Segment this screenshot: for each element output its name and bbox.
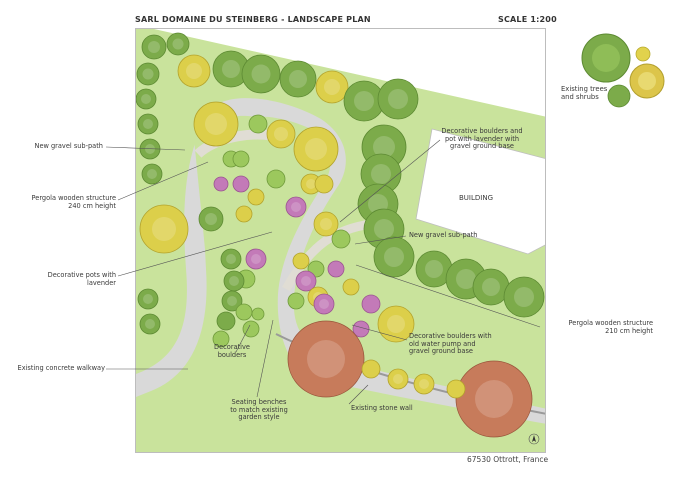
- tree-icon: [248, 114, 268, 134]
- tree-icon: [287, 292, 305, 310]
- tree-icon: [266, 119, 296, 149]
- location-text: 67530 Ottrott, France: [467, 455, 549, 464]
- tree-icon: [235, 303, 253, 321]
- tree-icon: [241, 54, 281, 94]
- tree-icon: [331, 229, 351, 249]
- tree-icon: [247, 188, 265, 206]
- tree-icon: [136, 88, 157, 110]
- tree-icon: [387, 368, 409, 390]
- north-arrow: [528, 433, 540, 445]
- tree-icon: [139, 138, 161, 160]
- tree-icon: [177, 54, 211, 88]
- tree-icon: [313, 293, 335, 315]
- tree-icon: [503, 276, 545, 318]
- tree-icon: [166, 32, 190, 56]
- tree-icon: [212, 330, 230, 348]
- plan-title: SARL DOMAINE DU STEINBERG - LANDSCAPE PL…: [135, 15, 371, 24]
- label-new-gravel-subpath-left: New gravel sub-path: [34, 142, 103, 150]
- tree-icon: [141, 34, 167, 60]
- legend-trees: [581, 33, 665, 108]
- tree-icon: [136, 62, 160, 86]
- tree-icon: [193, 101, 239, 147]
- tree-icon: [287, 320, 365, 398]
- tree-icon: [232, 150, 250, 168]
- tree-icon: [198, 206, 224, 232]
- plan-scale: SCALE 1:200: [498, 15, 557, 24]
- tree-icon: [137, 113, 159, 135]
- tree-icon: [245, 248, 267, 270]
- tree-icon: [242, 320, 260, 338]
- tree-icon: [293, 126, 339, 172]
- tree-icon: [232, 175, 250, 193]
- tree-icon: [213, 176, 229, 192]
- tree-icon: [139, 313, 161, 335]
- tree-icon: [446, 379, 466, 399]
- label-concrete-walkway: Existing concrete walkway: [17, 364, 105, 372]
- tree-icon: [235, 205, 253, 223]
- gravel-subpath-right: [282, 219, 372, 292]
- tree-icon: [223, 270, 245, 292]
- tree-icon: [361, 359, 381, 379]
- tree-icon: [373, 236, 415, 278]
- tree-icon: [314, 174, 334, 194]
- tree-icon: [279, 60, 317, 98]
- label-new-gravel-subpath-right: New gravel sub-path: [409, 231, 478, 239]
- tree-icon: [292, 252, 310, 270]
- tree-icon: [220, 248, 242, 270]
- landscape-plan: BUILDING: [135, 28, 546, 453]
- tree-icon: [285, 196, 307, 218]
- tree-icon: [342, 278, 360, 296]
- tree-icon: [327, 260, 345, 278]
- tree-icon: [141, 163, 163, 185]
- tree-icon: [343, 80, 385, 122]
- tree-icon: [251, 307, 265, 321]
- tree-icon: [295, 270, 317, 292]
- tree-icon: [377, 78, 419, 120]
- building-label: BUILDING: [459, 194, 494, 202]
- tree-icon: [472, 268, 510, 306]
- tree-icon: [455, 360, 533, 438]
- tree-icon: [221, 290, 243, 312]
- label-stone-wall: Existing stone wall: [351, 404, 413, 412]
- tree-icon: [313, 211, 339, 237]
- tree-icon: [361, 294, 381, 314]
- tree-icon: [137, 288, 159, 310]
- tree-layer: [136, 32, 545, 438]
- tree-icon: [139, 204, 189, 254]
- tree-icon: [300, 173, 322, 195]
- tree-icon: [266, 169, 286, 189]
- tree-icon: [413, 373, 435, 395]
- tree-icon: [315, 70, 349, 104]
- tree-icon: [216, 311, 236, 331]
